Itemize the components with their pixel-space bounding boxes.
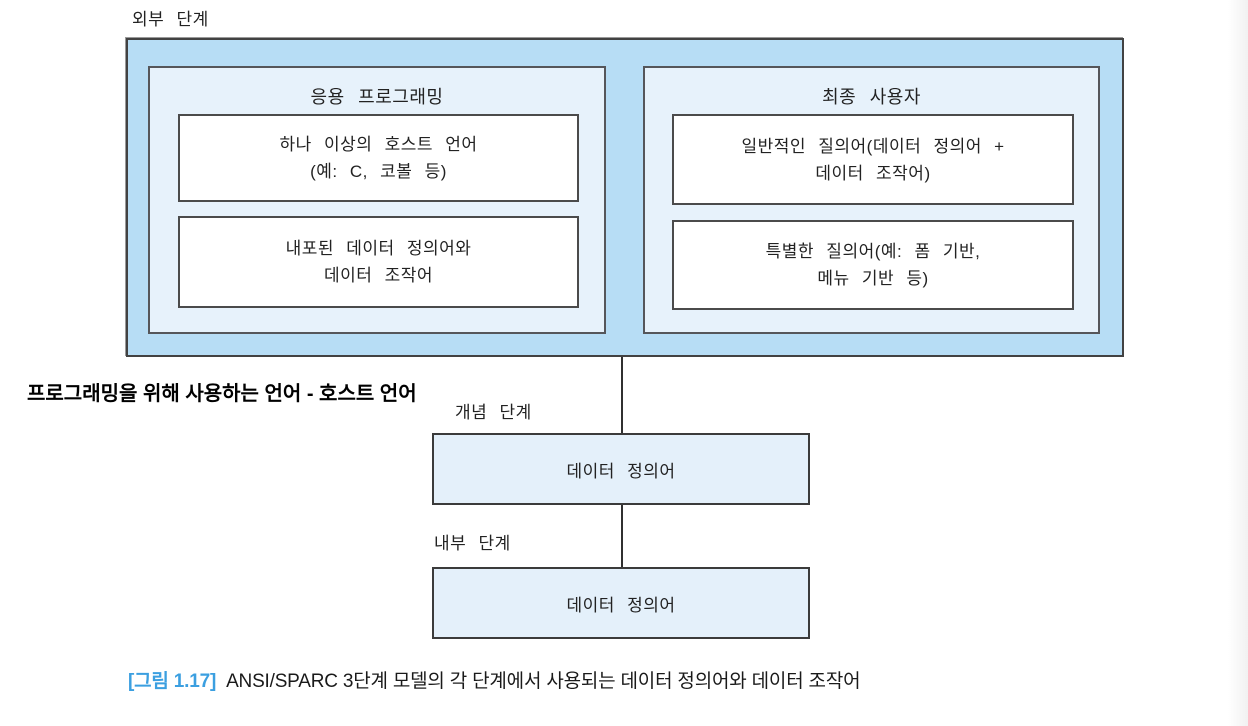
host-language-line2: (예: C, 코볼 등) — [310, 162, 447, 181]
embedded-ddl-dml-line1: 내포된 데이터 정의어와 — [285, 239, 472, 258]
figure-caption-text: ANSI/SPARC 3단계 모델의 각 단계에서 사용되는 데이터 정의어와 … — [226, 671, 861, 692]
internal-ddl-text: 데이터 정의어 — [566, 595, 676, 615]
connector-conceptual-to-internal — [621, 505, 623, 567]
conceptual-ddl-text: 데이터 정의어 — [566, 461, 676, 481]
general-query-line2: 데이터 조작어) — [815, 163, 931, 183]
conceptual-level-label: 개념 단계 — [455, 403, 532, 422]
special-query-line2: 메뉴 기반 등) — [817, 269, 929, 288]
special-query-language-box: 특별한 질의어(예: 폼 기반, 메뉴 기반 등) — [672, 220, 1074, 310]
special-query-line1: 특별한 질의어(예: 폼 기반, — [765, 242, 981, 261]
end-user-title: 최종 사용자 — [822, 87, 921, 107]
host-language-annotation: 프로그래밍을 위해 사용하는 언어 - 호스트 언어 — [27, 383, 417, 405]
application-programming-panel: 응용 프로그래밍 하나 이상의 호스트 언어 (예: C, 코볼 등) 내포된 … — [148, 66, 606, 334]
figure-caption: [그림 1.17] ANSI/SPARC 3단계 모델의 각 단계에서 사용되는 … — [128, 666, 861, 693]
end-user-panel: 최종 사용자 일반적인 질의어(데이터 정의어 + 데이터 조작어) 특별한 질… — [643, 66, 1100, 334]
general-query-line1: 일반적인 질의어(데이터 정의어 + — [741, 136, 1005, 156]
host-language-box: 하나 이상의 호스트 언어 (예: C, 코볼 등) — [178, 114, 579, 202]
conceptual-ddl-box: 데이터 정의어 — [432, 433, 810, 505]
embedded-ddl-dml-box: 내포된 데이터 정의어와 데이터 조작어 — [178, 216, 579, 308]
embedded-ddl-dml-line2: 데이터 조작어 — [323, 266, 434, 285]
connector-external-to-conceptual — [621, 357, 623, 433]
page-edge-strip — [1228, 0, 1248, 726]
internal-level-label: 내부 단계 — [434, 534, 511, 553]
application-programming-title: 응용 프로그래밍 — [310, 87, 444, 107]
internal-ddl-box: 데이터 정의어 — [432, 567, 810, 639]
figure-number: [그림 1.17] — [128, 671, 217, 692]
external-level-label: 외부 단계 — [132, 10, 209, 29]
general-query-language-box: 일반적인 질의어(데이터 정의어 + 데이터 조작어) — [672, 114, 1074, 205]
host-language-line1: 하나 이상의 호스트 언어 — [279, 135, 478, 154]
